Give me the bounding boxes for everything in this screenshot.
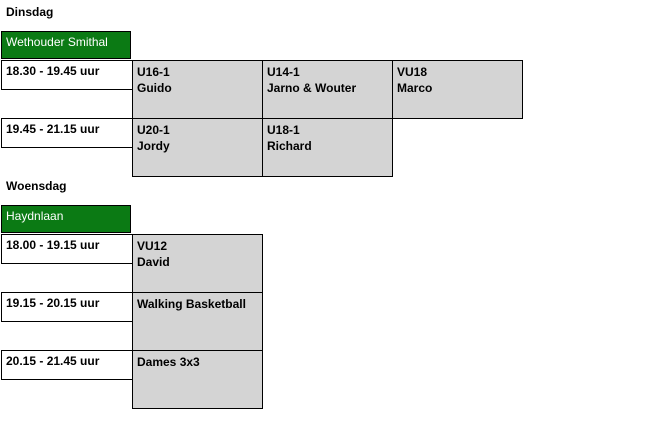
time-slot-label: 19.45 - 21.15 uur — [1, 118, 133, 148]
coach-name: David — [137, 255, 170, 269]
training-slot-cell: U18-1 Richard — [262, 118, 393, 177]
coach-name: Jarno & Wouter — [267, 81, 357, 95]
team-name: Dames 3x3 — [137, 355, 200, 369]
training-slot-cell: U16-1 Guido — [132, 60, 263, 119]
training-slot-cell: U20-1 Jordy — [132, 118, 263, 177]
team-name: VU18 — [397, 65, 428, 79]
time-slot-label: 19.15 - 20.15 uur — [1, 292, 133, 322]
location-header-wethouder-smithal: Wethouder Smithal — [1, 31, 131, 59]
location-header-haydnlaan: Haydnlaan — [1, 205, 131, 233]
training-slot-cell: Dames 3x3 — [132, 350, 263, 409]
team-name: U20-1 — [137, 123, 170, 137]
day-heading-woensdag: Woensdag — [6, 179, 67, 193]
team-name: U14-1 — [267, 65, 300, 79]
team-name: Walking Basketball — [137, 297, 246, 311]
day-heading-dinsdag: Dinsdag — [6, 5, 54, 19]
coach-name: Richard — [267, 139, 312, 153]
coach-name: Guido — [137, 81, 172, 95]
team-name: U18-1 — [267, 123, 300, 137]
time-slot-label: 20.15 - 21.45 uur — [1, 350, 133, 380]
time-slot-label: 18.30 - 19.45 uur — [1, 60, 133, 90]
time-slot-label: 18.00 - 19.15 uur — [1, 234, 133, 264]
team-name: VU12 — [137, 239, 168, 253]
training-slot-cell: VU12 David — [132, 234, 263, 293]
coach-name: Jordy — [137, 139, 170, 153]
training-slot-cell: VU18 Marco — [392, 60, 523, 119]
training-slot-cell: U14-1 Jarno & Wouter — [262, 60, 393, 119]
coach-name: Marco — [397, 81, 433, 95]
team-name: U16-1 — [137, 65, 170, 79]
training-slot-cell: Walking Basketball — [132, 292, 263, 351]
